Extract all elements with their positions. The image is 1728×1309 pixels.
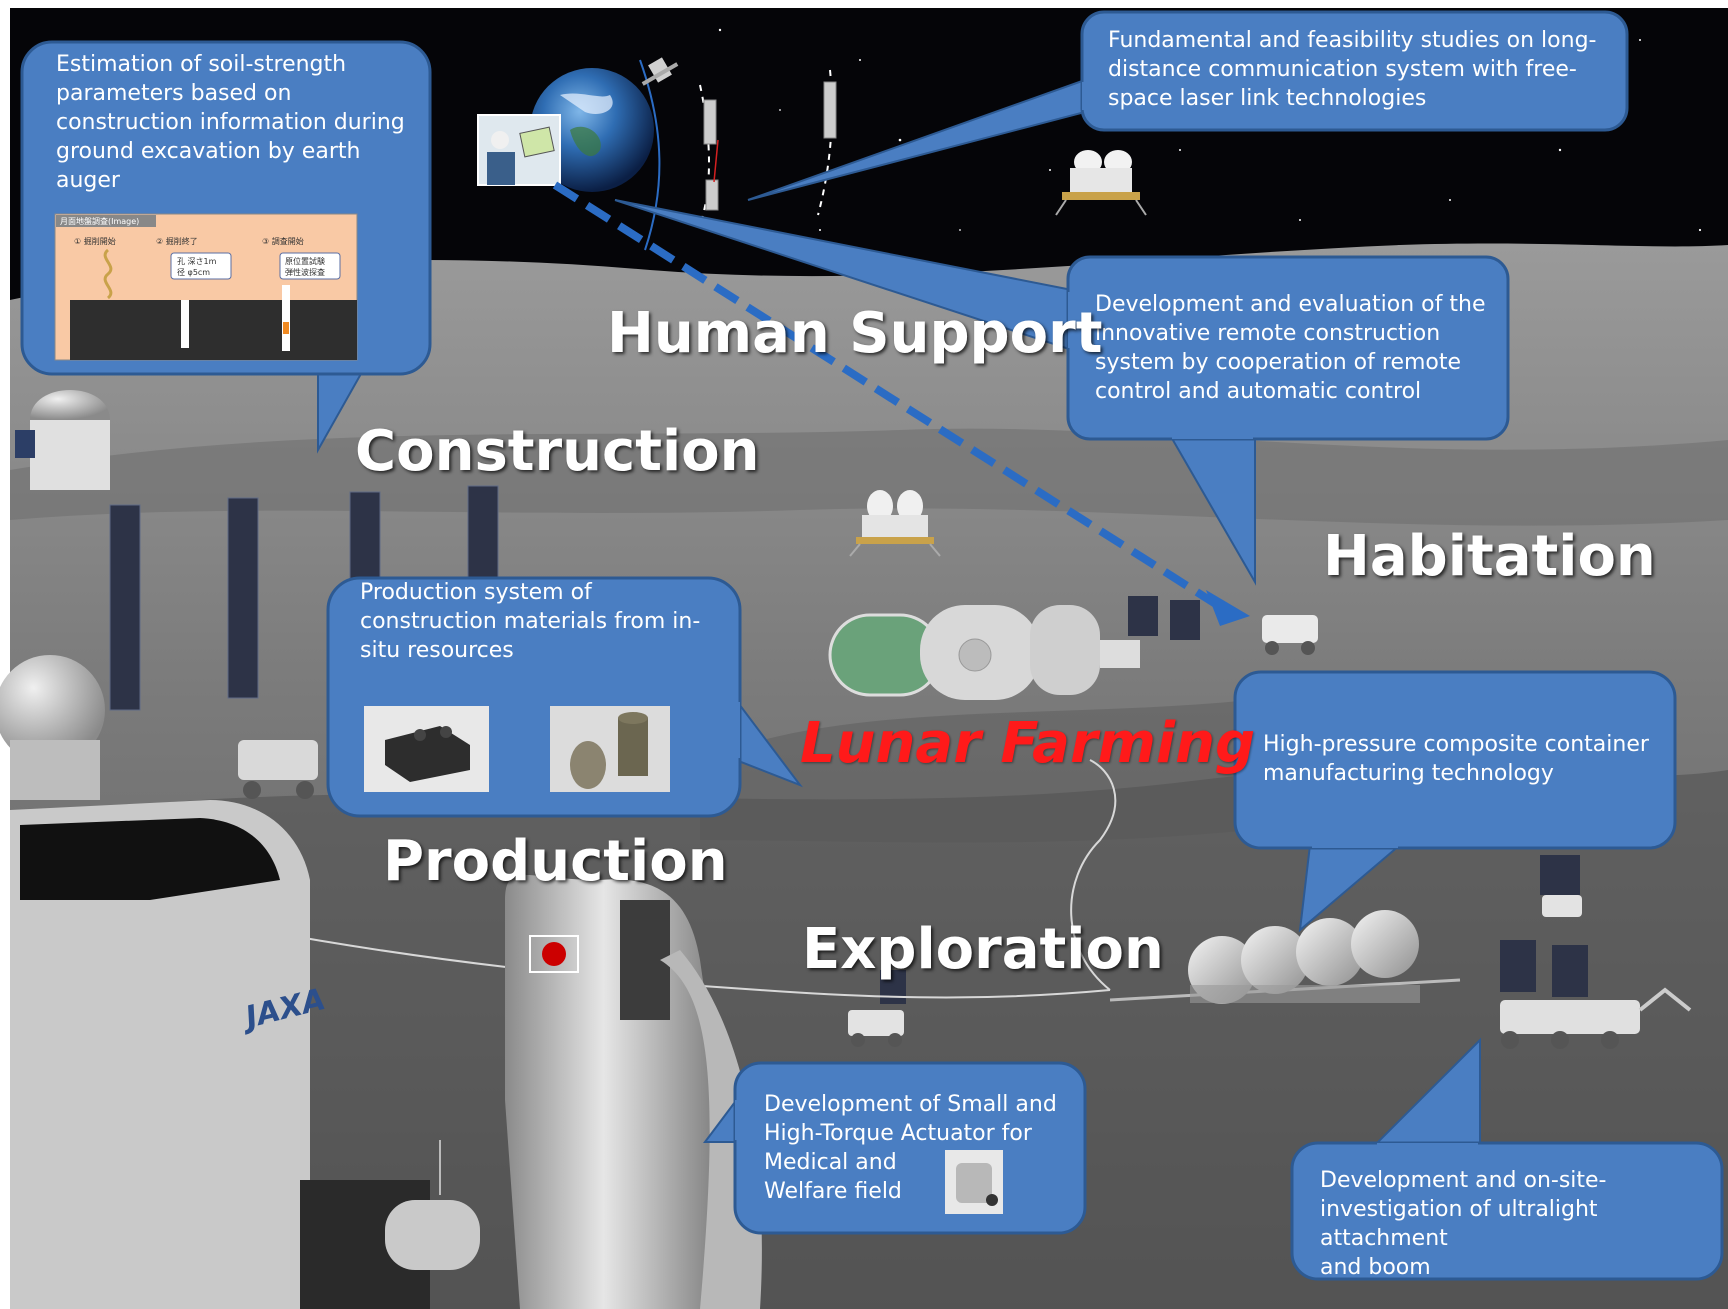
pressure-tanks	[1109, 910, 1461, 1004]
remote-operator-thumbnail	[477, 114, 561, 186]
callout-remote-construction-shape	[614, 199, 1510, 586]
label-habitation: Habitation	[1323, 524, 1656, 589]
callout-actuator-text: Development of Small and High-Torque Act…	[764, 1092, 1057, 1204]
callout-soil-strength: Estimation of soil-strength parameters b…	[56, 50, 416, 195]
remote-control-arrow	[552, 181, 1225, 612]
callout-remote-construction-text: Development and evaluation of the innova…	[1095, 292, 1486, 404]
callout-soil-strength-text: Estimation of soil-strength parameters b…	[56, 52, 405, 193]
callout-composite-container-shape	[1233, 670, 1677, 933]
callout-attachment-boom: Development and on-site- investigation o…	[1320, 1166, 1720, 1282]
label-human-support: Human Support	[607, 301, 1103, 366]
relay-satellite-3	[823, 81, 837, 139]
survey-box3-line2: 弾性波探査	[285, 267, 325, 277]
callout-remote-construction: Development and evaluation of the innova…	[1095, 290, 1505, 406]
callout-attachment-boom-shape	[1290, 1037, 1724, 1281]
remote-control-arrowhead	[1206, 590, 1250, 626]
relay-satellite-2	[705, 179, 719, 211]
rover-habitation	[1262, 615, 1318, 655]
callout-in-situ-text: Production system of construction materi…	[360, 580, 701, 663]
survey-step-2: ② 掘削終了	[156, 236, 198, 246]
survey-box2-line2: 径 φ5cm	[177, 267, 210, 277]
relay-satellite-1	[703, 99, 717, 145]
exploration-rover-small	[848, 970, 906, 1047]
callout-laser-link-text: Fundamental and feasibility studies on l…	[1108, 28, 1597, 111]
hill-mid	[700, 700, 1250, 843]
survey-box2-line1: 孔 深さ1m	[177, 257, 217, 266]
label-lunar-farming: Lunar Farming	[800, 711, 1256, 776]
rover-far-right	[1540, 855, 1582, 917]
label-exploration: Exploration	[802, 917, 1164, 982]
lander-mid	[849, 490, 941, 557]
orbit-arc	[639, 59, 661, 251]
earth-cloud	[560, 93, 613, 115]
callout-actuator: Development of Small and High-Torque Act…	[764, 1090, 1074, 1206]
callout-attachment-boom-text: Development and on-site- investigation o…	[1320, 1168, 1607, 1280]
soil-survey-figure: 月面地盤調査(Image) ① 掘削開始 ② 掘削終了 ③ 調査開始 孔 深さ1…	[54, 213, 358, 361]
exploration-rover-right	[1500, 940, 1692, 1049]
callout-composite-container: High-pressure composite container manufa…	[1263, 730, 1663, 788]
left-dome-habitat	[0, 655, 105, 800]
foreground-equipment	[300, 1140, 480, 1309]
survey-step-1: ① 掘削開始	[74, 236, 116, 246]
cylinder-sample-image	[550, 706, 670, 792]
callout-laser-link: Fundamental and feasibility studies on l…	[1108, 26, 1618, 113]
callout-in-situ: Production system of construction materi…	[360, 578, 730, 665]
actuator-image	[945, 1150, 1003, 1214]
jaxa-vehicle: JAXA	[10, 800, 329, 1309]
habitat-modules	[828, 596, 1200, 700]
survey-step-3: ③ 調査開始	[262, 236, 304, 246]
label-production: Production	[383, 829, 728, 894]
survey-box3-line1: 原位置試験	[285, 256, 325, 266]
crater-ridge	[10, 428, 1728, 526]
earth-continent	[570, 126, 601, 157]
construction-rover	[238, 740, 318, 799]
satellite-top	[641, 57, 679, 86]
label-construction: Construction	[355, 419, 760, 484]
callout-composite-container-text: High-pressure composite container manufa…	[1263, 732, 1649, 786]
cable-loop	[1070, 759, 1117, 991]
observatory	[15, 390, 110, 490]
japan-flag-emblem	[542, 942, 566, 966]
callout-laser-link-shape	[747, 10, 1629, 201]
cable-to-tanks	[259, 929, 1111, 999]
lander-top	[1055, 150, 1147, 216]
survey-figure-header: 月面地盤調査(Image)	[60, 216, 139, 226]
laser-beam	[713, 139, 719, 183]
brick-sample-image	[364, 706, 489, 792]
